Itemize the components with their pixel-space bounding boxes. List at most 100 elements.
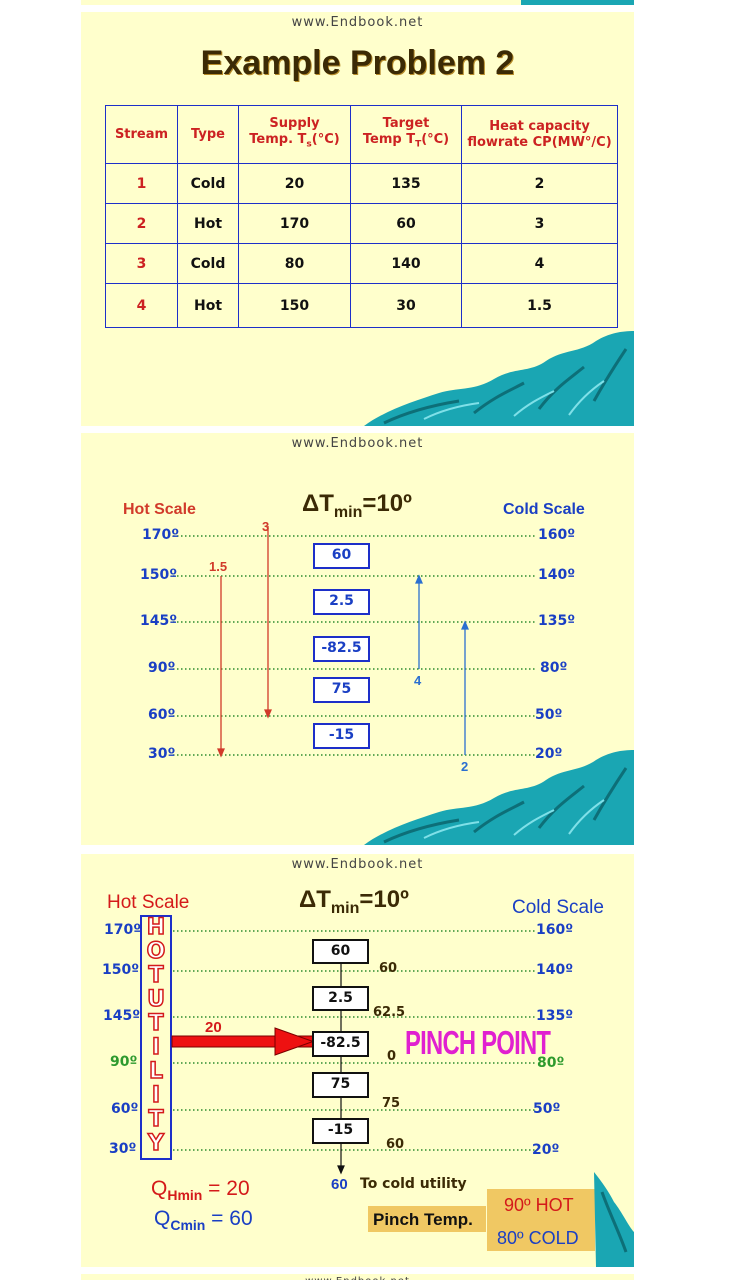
hot-utility-letter: I — [151, 1083, 161, 1109]
cold-temp: 160º — [536, 922, 574, 938]
cell-target: 140 — [350, 243, 462, 284]
pinch-hot-temp: 90º HOT — [504, 1195, 574, 1215]
interval-value: 60 — [331, 547, 352, 563]
cascade-line — [337, 963, 345, 1175]
cell-type: Cold — [177, 243, 239, 284]
hot-temp: 145º — [103, 1008, 141, 1024]
cold-temp: 80º — [540, 660, 568, 676]
utility-in-value: 20 — [205, 1019, 222, 1036]
header-supply: Supply Temp. Ts(°C) — [238, 105, 351, 164]
cell-target: 30 — [350, 283, 462, 328]
site-url: www.Endbook.net — [291, 15, 424, 30]
site-url: www.Endbook.net — [81, 1276, 634, 1280]
previous-slide-edge — [81, 0, 634, 5]
hot-temp: 145º — [140, 613, 178, 629]
header-type: Type — [177, 105, 239, 164]
cell-cp: 3 — [461, 203, 618, 244]
wave-decoration — [364, 750, 634, 845]
interval-boxes — [312, 939, 369, 1144]
hot-utility-letter: T — [148, 1107, 165, 1133]
slide-example-problem: www.Endbook.net Example Problem 2 Stream… — [81, 12, 634, 426]
header-heat-capacity: Heat capacity flowrate CP(MW°/C) — [461, 105, 618, 164]
bottom-cascade-value: 60 — [331, 1176, 348, 1193]
table-header-row: Stream Type Supply Temp. Ts(°C) Target T… — [105, 105, 618, 164]
cell-stream: 1 — [105, 163, 178, 204]
hot-temp: 150º — [140, 567, 178, 583]
table-row: 3 Cold 80 140 4 — [105, 243, 618, 284]
hot-scale-label: Hot Scale — [123, 501, 196, 518]
cold-temp: 135º — [536, 1008, 574, 1024]
interval-boxes — [313, 543, 370, 749]
interval-value: 75 — [331, 681, 352, 697]
hot-temp: 30º — [148, 746, 176, 762]
stream-4-label: 4 — [414, 673, 422, 688]
cascade-diagram — [140, 915, 634, 1267]
temperature-gridlines — [173, 930, 536, 1151]
hot-utility-letter: H — [146, 915, 166, 941]
header-stream: Stream — [105, 105, 178, 164]
hot-temp: 90º — [110, 1054, 138, 1070]
cold-scale-label: Cold Scale — [503, 501, 585, 518]
hot-utility-letter: O — [146, 939, 166, 965]
hot-utility-letter: Y — [147, 1131, 164, 1157]
site-url: www.Endbook.net — [291, 436, 424, 451]
cold-temp: 20º — [532, 1142, 560, 1158]
hot-utility-letter: U — [146, 987, 165, 1013]
interval-value: -82.5 — [320, 1035, 361, 1051]
next-slide-edge: www.Endbook.net — [81, 1274, 634, 1280]
cold-temp: 140º — [538, 567, 576, 583]
qh-min: QHmin = 20 — [151, 1177, 250, 1204]
cold-temp: 50º — [533, 1101, 561, 1117]
cell-cp: 4 — [461, 243, 618, 284]
hot-utility-arrow — [171, 1027, 316, 1056]
wave-decoration — [364, 331, 634, 426]
pinch-cold-temp: 80º COLD — [497, 1228, 579, 1248]
stream-3-label: 3 — [262, 519, 270, 534]
pinch-values-box — [487, 1189, 595, 1251]
cascade-value: 60 — [386, 1137, 405, 1152]
cell-stream: 4 — [105, 283, 178, 328]
cascade-value: 60 — [379, 961, 398, 976]
site-url: www.Endbook.net — [291, 857, 424, 872]
pinch-point-label: PINCH POINT — [405, 1024, 551, 1061]
hot-utility-letter: T — [148, 1011, 165, 1037]
cold-temp: 160º — [538, 527, 576, 543]
to-cold-utility-label: To cold utility — [360, 1176, 467, 1192]
hot-utility-letters: H O T U T I L I T Y — [141, 915, 171, 1157]
table-row: 2 Hot 170 60 3 — [105, 203, 618, 244]
cold-temp: 80º — [537, 1055, 565, 1071]
cell-supply: 80 — [238, 243, 351, 284]
hot-temp: 90º — [148, 660, 176, 676]
hot-utility-box — [140, 915, 172, 1160]
slide-temperature-intervals: www.Endbook.net — [81, 433, 634, 845]
table-row: 4 Hot 150 30 1.5 — [105, 283, 618, 328]
cascade-value: 0 — [387, 1049, 397, 1064]
slide-title: Example Problem 2 — [200, 44, 515, 82]
cell-supply: 20 — [238, 163, 351, 204]
stream-2-label: 2 — [461, 759, 469, 774]
cell-type: Cold — [177, 163, 239, 204]
cell-supply: 150 — [238, 283, 351, 328]
hot-temp: 170º — [142, 527, 180, 543]
cascade-value: 62.5 — [373, 1005, 406, 1020]
hot-temp: 60º — [111, 1101, 139, 1117]
table-row: 1 Cold 20 135 2 — [105, 163, 618, 204]
cold-temp: 135º — [538, 613, 576, 629]
cold-temp: 140º — [536, 962, 574, 978]
hot-temp: 170º — [104, 922, 142, 938]
cell-stream: 3 — [105, 243, 178, 284]
hot-temp: 30º — [109, 1141, 137, 1157]
stream-data-table: Stream Type Supply Temp. Ts(°C) Target T… — [105, 105, 618, 328]
interval-value: -15 — [327, 1122, 354, 1138]
cell-type: Hot — [177, 283, 239, 328]
hot-temp: 60º — [148, 707, 176, 723]
hot-temp: 150º — [102, 962, 140, 978]
delta-t-min: ΔTmin=10º — [302, 490, 412, 521]
interval-value: -82.5 — [321, 640, 362, 656]
wave-decoration — [594, 1172, 634, 1267]
cascade-value: 75 — [382, 1096, 401, 1111]
cell-type: Hot — [177, 203, 239, 244]
interval-value: -15 — [328, 727, 355, 743]
qc-min: QCmin = 60 — [154, 1207, 253, 1234]
hot-utility-letter: I — [151, 1035, 161, 1061]
